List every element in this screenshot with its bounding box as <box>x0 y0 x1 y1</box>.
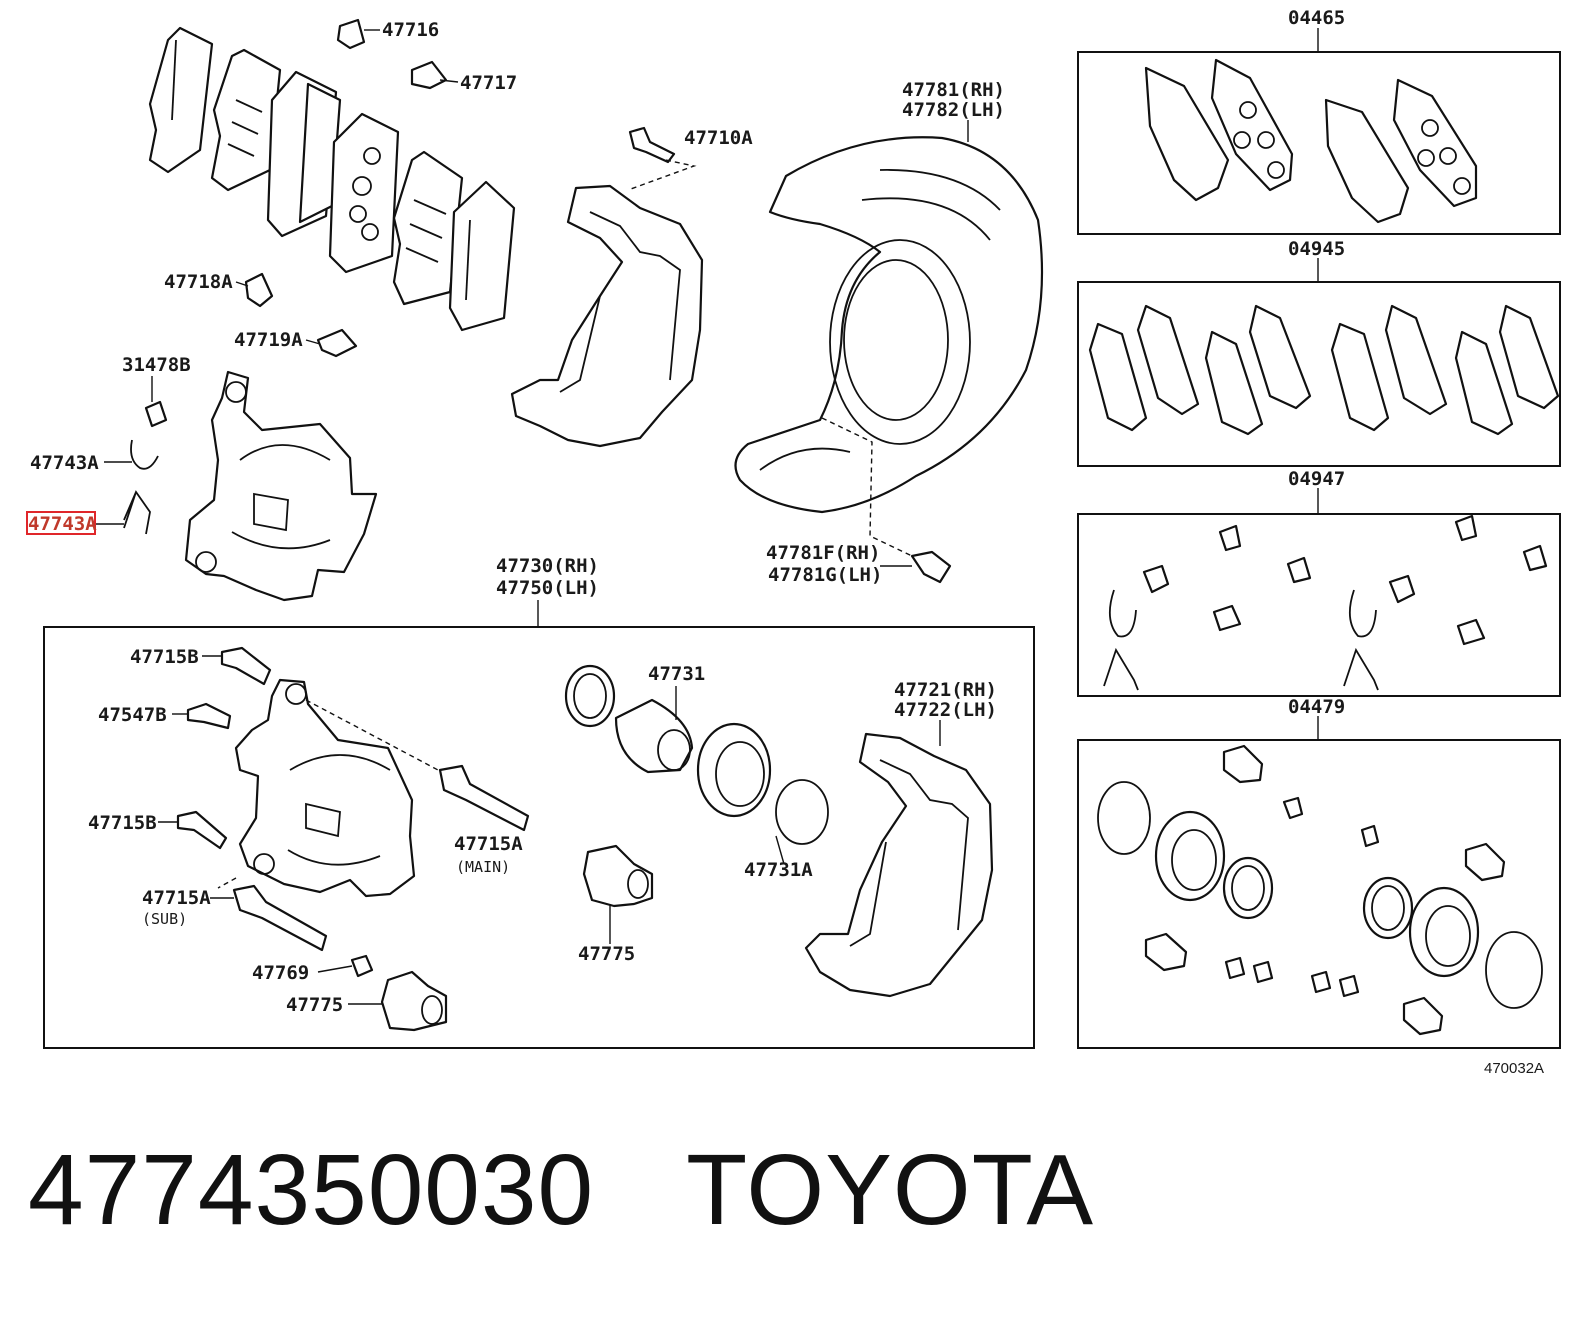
label-47731: 47731 <box>648 663 705 685</box>
figure-code: 470032A <box>1484 1060 1544 1077</box>
caliper-kit-box <box>43 626 1035 1049</box>
label-main: (MAIN) <box>456 858 510 876</box>
label-47718A: 47718A <box>164 271 233 293</box>
label-47717: 47717 <box>460 72 517 94</box>
label-47730: 47730(RH) <box>496 555 599 577</box>
boot-47775-middle <box>582 844 654 908</box>
kit-box-04465 <box>1077 51 1561 235</box>
label-31478B: 31478B <box>122 354 191 376</box>
label-47716: 47716 <box>382 19 439 41</box>
label-kit-04465: 04465 <box>1288 7 1345 29</box>
leader-47717 <box>439 79 459 83</box>
label-47710A: 47710A <box>684 127 753 149</box>
label-sub: (SUB) <box>142 910 187 928</box>
brake-pad-2 <box>328 112 400 274</box>
label-kit-04479: 04479 <box>1288 696 1345 718</box>
kit-04479-seals <box>1097 744 1543 1036</box>
label-47721: 47721(RH) <box>894 679 997 701</box>
guide-pin-main-47715A <box>438 764 530 832</box>
label-47781: 47781(RH) <box>902 79 1005 101</box>
kit-04947-clips <box>1103 514 1548 691</box>
label-47775-1: 47775 <box>286 994 343 1016</box>
caption-part-number: 4774350030 <box>28 1134 595 1246</box>
bushing-47769 <box>350 954 374 978</box>
leader-47710A <box>627 159 697 191</box>
label-47715A-sub: 47715A <box>142 887 211 909</box>
label-47715B-2: 47715B <box>88 812 157 834</box>
kit-04945-pads <box>1088 304 1560 436</box>
clip-47718A <box>244 272 274 308</box>
kit-04465-pads <box>1144 58 1478 224</box>
clip-47716 <box>336 18 366 50</box>
brake-pad-1 <box>266 70 342 238</box>
label-47769: 47769 <box>252 962 309 984</box>
kit-box-04479 <box>1077 739 1561 1049</box>
piston-47731 <box>614 698 694 774</box>
leader-47731A <box>775 835 785 865</box>
guide-pin-sub-47715A <box>232 884 328 952</box>
leader-dust-bolt <box>821 417 913 557</box>
label-47781G: 47781G(LH) <box>768 564 882 586</box>
anti-rattle-spring-upper <box>130 439 159 470</box>
label-47547B: 47547B <box>98 704 167 726</box>
clip-47719A <box>316 328 358 358</box>
label-47743A-2-highlighted[interactable]: 47743A <box>28 513 97 535</box>
leader-pin-main <box>305 699 439 771</box>
label-47743A-1: 47743A <box>30 452 99 474</box>
bolt-47781F <box>910 550 952 584</box>
kit-box-04947 <box>1077 513 1561 697</box>
label-47719A: 47719A <box>234 329 303 351</box>
label-47715A-main: 47715A <box>454 833 523 855</box>
bolt-47710A <box>628 126 676 164</box>
label-47750: 47750(LH) <box>496 577 599 599</box>
caption-brand: TOYOTA <box>686 1134 1095 1246</box>
bolt-47715B-lower <box>176 810 228 850</box>
leader-47719A <box>305 339 321 345</box>
pad-shim-outer <box>148 26 214 174</box>
label-47715B-1: 47715B <box>130 646 199 668</box>
disc-dust-cover <box>734 136 1044 514</box>
clip-47717 <box>410 60 448 90</box>
dust-seal-ring <box>564 664 616 728</box>
bleeder-47547B <box>186 702 232 730</box>
anti-rattle-spring-lower <box>123 490 151 535</box>
label-kit-04945: 04945 <box>1288 238 1345 260</box>
bleeder-cap-31478B <box>144 400 168 428</box>
piston-boot <box>696 722 772 818</box>
label-47722: 47722(LH) <box>894 699 997 721</box>
label-kit-04947: 04947 <box>1288 468 1345 490</box>
bolt-47715B-upper <box>220 646 272 686</box>
leader-47718A <box>235 281 249 287</box>
kit-box-04945 <box>1077 281 1561 467</box>
piston-seal-47731A <box>775 779 829 845</box>
caption: 4774350030 TOYOTA <box>28 1140 1094 1240</box>
label-47775-2: 47775 <box>578 943 635 965</box>
caliper-body <box>234 678 416 898</box>
pad-shim-4 <box>448 180 516 332</box>
label-47731A: 47731A <box>744 859 813 881</box>
label-47781F: 47781F(RH) <box>766 542 880 564</box>
highlight-box <box>26 511 96 535</box>
label-47782: 47782(LH) <box>902 99 1005 121</box>
leader-47769 <box>317 965 353 973</box>
mounting-bracket-lower <box>804 732 994 998</box>
mounting-bracket-top <box>510 184 704 448</box>
caliper-assembly-top <box>184 370 378 602</box>
leader-pin-sub <box>217 877 237 889</box>
boot-47775-lower <box>380 970 448 1032</box>
